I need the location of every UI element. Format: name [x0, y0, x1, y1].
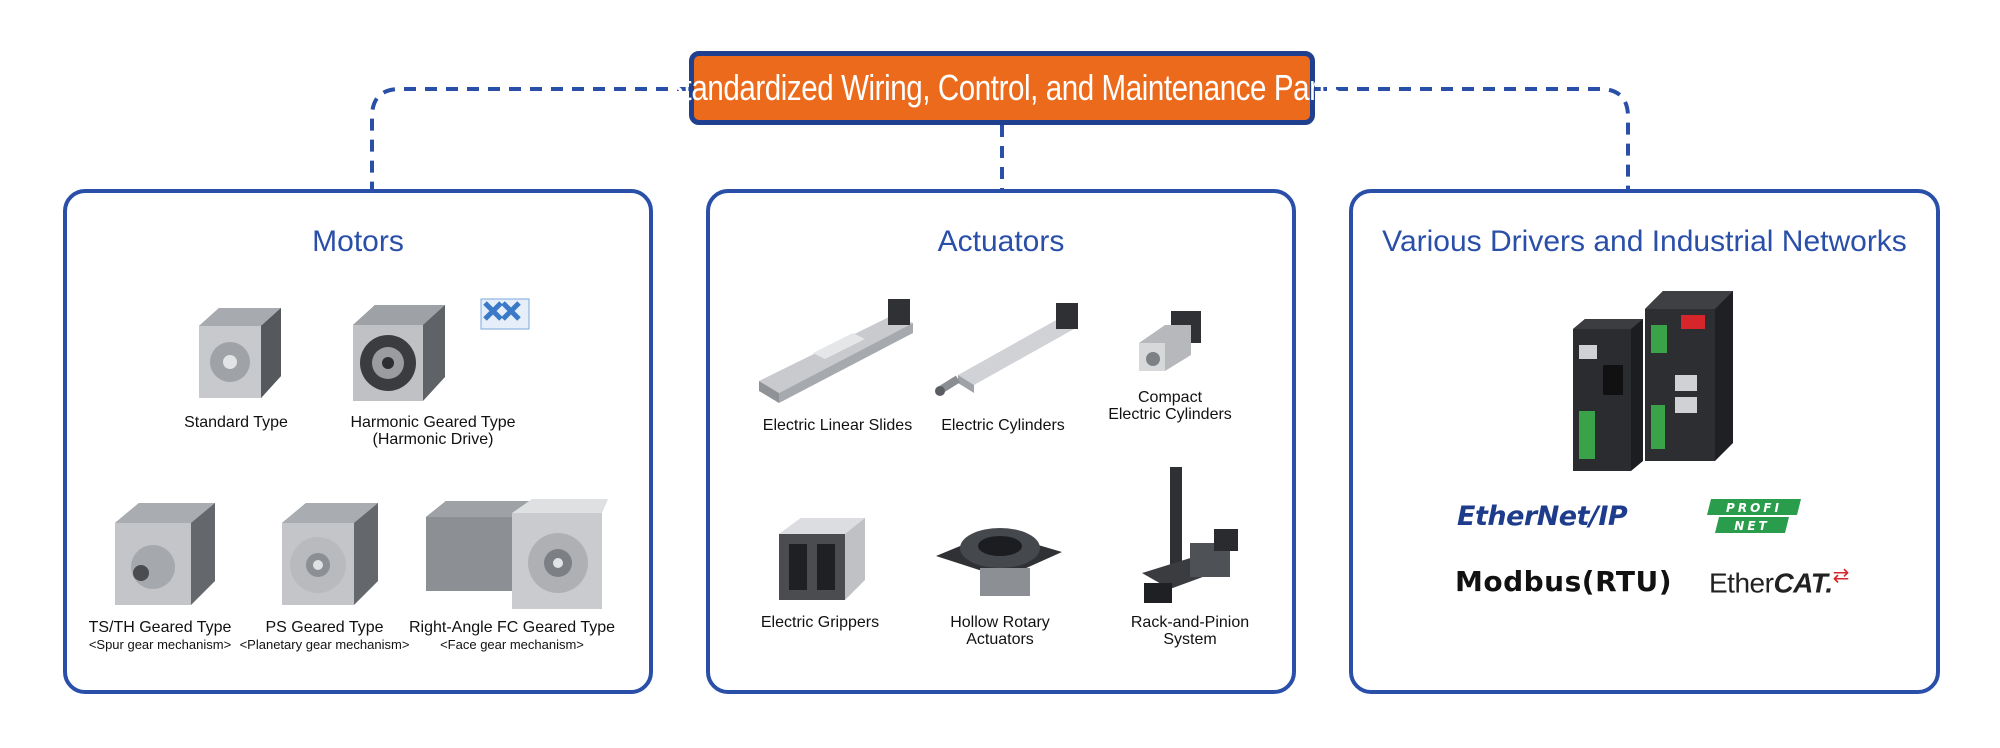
rack-and-pinion-image — [1142, 467, 1238, 603]
caption-standard-type: Standard Type — [184, 414, 288, 431]
caption-compact-electric-cylinders: Compact Electric Cylinders — [1108, 389, 1232, 423]
panel-title-motors: Motors — [312, 225, 404, 258]
header-title-box: Standardized Wiring, Control, and Mainte… — [664, 51, 1341, 125]
drivers-image — [1573, 291, 1733, 471]
spur-gear-motor-image — [115, 503, 215, 605]
harmonic-motor-image — [353, 298, 530, 401]
caption-ps-geared: PS Geared Type <Planetary gear mechanism… — [239, 619, 410, 652]
caption-hollow-rotary-actuators: Hollow Rotary Actuators — [950, 614, 1050, 648]
item-right-angle-fc: Right-Angle FC Geared Type <Face gear me… — [407, 493, 617, 653]
panel-title-drivers: Various Drivers and Industrial Networks — [1382, 225, 1907, 258]
stepper-motor-image — [199, 308, 281, 398]
item-ts-th-geared: TS/TH Geared Type <Spur gear mechanism> — [75, 493, 245, 653]
compact-cylinder-image — [1139, 311, 1201, 371]
panel-actuators: Actuators Electric Linear Slides Electri… — [706, 189, 1296, 694]
caption-right-angle-fc: Right-Angle FC Geared Type <Face gear me… — [408, 619, 616, 652]
caption-harmonic-geared: Harmonic Geared Type (Harmonic Drive) — [350, 414, 516, 448]
connector-drivers — [1315, 87, 1630, 189]
caption-ts-th-geared: TS/TH Geared Type <Spur gear mechanism> — [88, 619, 232, 652]
caption-electric-grippers: Electric Grippers — [760, 614, 880, 631]
profinet-bottom-text: NET — [1734, 519, 1769, 533]
harmonic-drive-logo — [480, 298, 530, 330]
connector-motors — [370, 87, 689, 189]
item-electric-grippers: Electric Grippers — [750, 508, 890, 631]
linear-slide-image — [758, 299, 913, 403]
item-rack-and-pinion: Rack-and-Pinion System — [1115, 463, 1265, 648]
gripper-image — [779, 518, 865, 600]
header-title: Standardized Wiring, Control, and Mainte… — [663, 67, 1341, 108]
panel-title-actuators: Actuators — [937, 225, 1065, 258]
hollow-rotary-image — [936, 528, 1062, 596]
panel-motors: Motors Standard Type — [63, 189, 653, 694]
item-hollow-rotary-actuators: Hollow Rotary Actuators — [920, 508, 1080, 648]
ethernet-ip-logo: EtherNet/IP — [1457, 501, 1628, 532]
profinet-mark: PROFI NET — [1707, 499, 1801, 533]
item-compact-electric-cylinders: Compact Electric Cylinders — [1095, 303, 1245, 423]
planetary-gear-motor-image — [281, 503, 378, 605]
profinet-logo: PROFI NET — [1705, 497, 1805, 542]
item-standard-type: Standard Type — [151, 298, 321, 431]
modbus-rtu-logo: Modbus(RTU) — [1455, 565, 1673, 598]
item-ps-geared: PS Geared Type <Planetary gear mechanism… — [237, 493, 412, 653]
caption-electric-linear-slides: Electric Linear Slides — [762, 417, 913, 434]
item-harmonic-geared: Harmonic Geared Type (Harmonic Drive) — [333, 293, 533, 448]
ethercat-arrow-icon: ⇄ — [1832, 565, 1850, 587]
item-electric-cylinders: Electric Cylinders — [928, 293, 1078, 434]
electric-cylinder-image — [935, 303, 1078, 396]
panel-drivers-networks: Various Drivers and Industrial Networks … — [1349, 189, 1940, 694]
profinet-top-text: PROFI — [1726, 501, 1782, 515]
ethercat-logo: EtherCAT.⇄ — [1709, 565, 1850, 599]
caption-electric-cylinders: Electric Cylinders — [941, 417, 1065, 434]
caption-rack-and-pinion: Rack-and-Pinion System — [1130, 614, 1250, 648]
face-gear-motor-image — [426, 499, 608, 609]
item-electric-linear-slides: Electric Linear Slides — [750, 293, 925, 434]
